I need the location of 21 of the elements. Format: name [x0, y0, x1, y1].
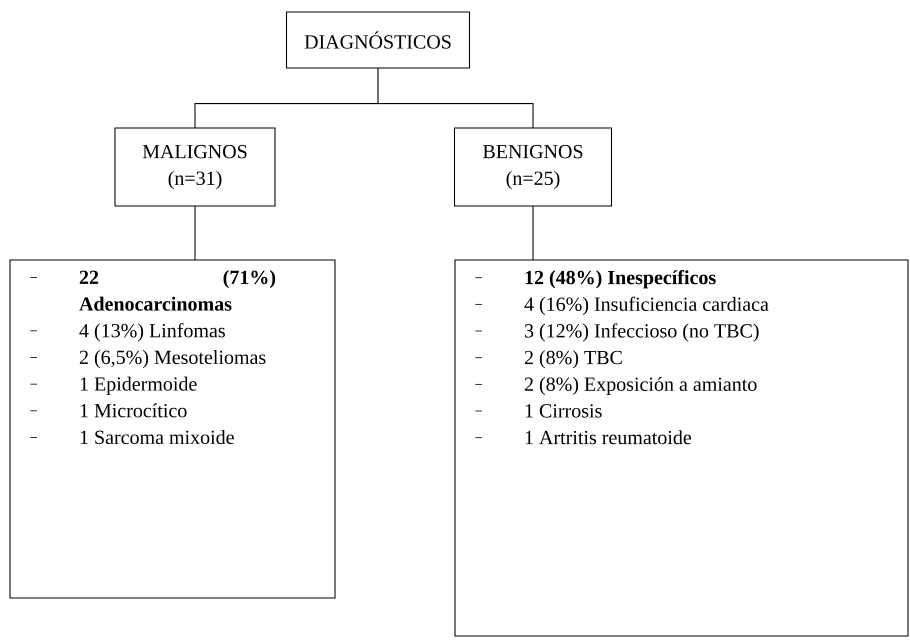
category-box: BENIGNOS (n=25) — [454, 127, 612, 207]
list-item: 4 (13%) Linfomas — [30, 323, 225, 342]
list-item: 1 Microcítico — [30, 403, 187, 418]
list-item: 1 Sarcoma mixoide — [30, 430, 234, 444]
connector-line — [377, 68, 534, 128]
list-item: 2 (8%) TBC — [474, 350, 622, 368]
list-item: 2 (6,5%) Mesoteliomas — [30, 350, 266, 368]
list-item: 1 Epidermoide — [30, 376, 197, 395]
list-item: 4 (16%) Insuficiencia cardiaca — [474, 296, 769, 316]
list-item: 1 Cirrosis — [474, 404, 602, 418]
list-box — [454, 259, 909, 637]
connector-line — [532, 206, 534, 260]
category-box: DIAGNÓSTICOS — [286, 11, 470, 69]
category-box: MALIGNOS (n=31) — [114, 127, 276, 207]
list-item: 3 (12%) Infeccioso (no TBC) — [474, 323, 759, 342]
list-item: 22 (71%) Adenocarcinomas — [30, 270, 276, 311]
list-box — [9, 259, 336, 599]
list-item: 1 Artritis reumatoide — [474, 430, 692, 444]
list-item: 2 (8%) Exposición a amianto — [474, 376, 757, 396]
connector-line — [194, 206, 196, 260]
list-item: 12 (48%) Inespecíficos — [474, 270, 716, 288]
